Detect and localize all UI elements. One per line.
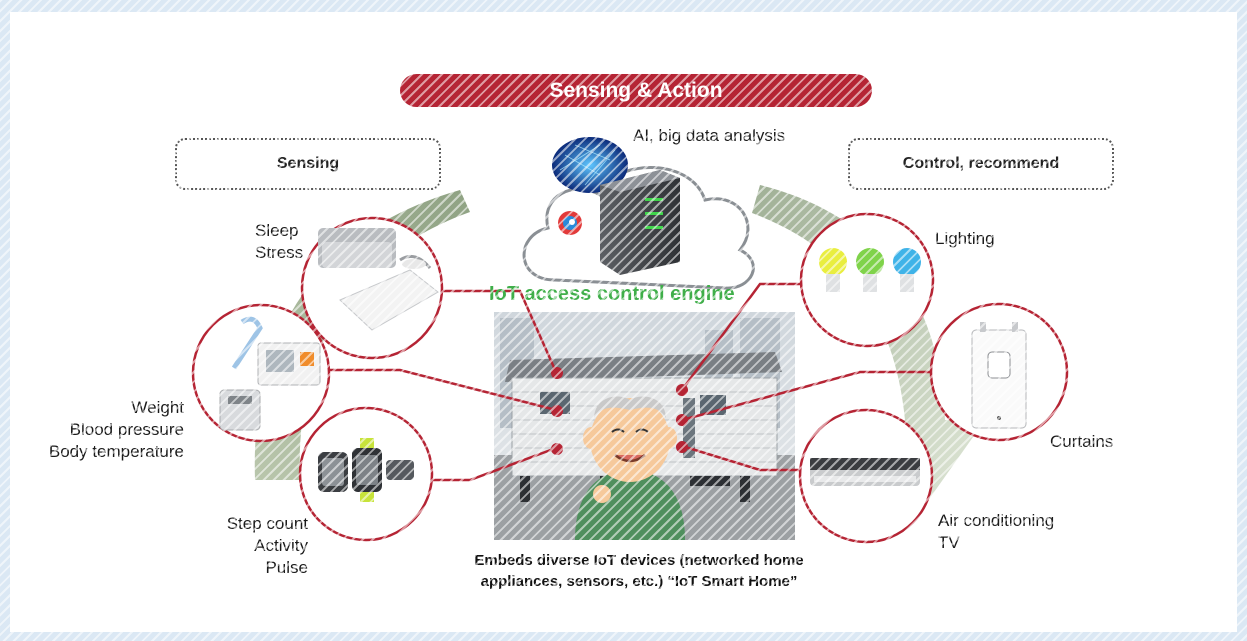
engine-label: IoT access control engine [489,283,735,305]
label-stress: Stress [255,243,304,262]
vitals-labels: Weight Blood pressure Body temperature [38,397,184,463]
activity-labels: Step count Activity Pulse [200,513,308,579]
ai-label: AI, big data analysis [633,126,786,145]
sleep-labels: Sleep Stress [255,220,303,264]
control-recommend-box: Control, recommend [848,138,1114,190]
caption-line-1: Embeds diverse IoT devices (networked ho… [474,552,804,569]
label-curtains: Curtains [1050,432,1114,451]
sensing-box: Sensing [175,138,441,190]
label-activity: Activity [254,536,308,555]
label-pulse: Pulse [265,558,308,577]
caption-line-2: appliances, sensors, etc.) “IoT Smart Ho… [480,573,798,590]
label-blood-pressure: Blood pressure [69,420,184,439]
label-tv: TV [938,533,960,552]
label-air-conditioning: Air conditioning [938,511,1055,530]
sensing-action-banner: Sensing & Action [400,74,872,107]
label-lighting: Lighting [935,229,995,248]
air-conditioner-icon [810,458,920,486]
server-icon [600,170,680,275]
light-bulb-icon [819,248,921,292]
label-body-temperature: Body temperature [48,442,184,461]
label-step-count: Step count [226,514,308,533]
aircon-labels: Air conditioning TV [938,510,1054,554]
consortium-logo [558,211,582,235]
caption: Embeds diverse IoT devices (networked ho… [413,550,865,592]
label-weight: Weight [131,398,184,417]
curtain-motor-icon [971,322,1027,429]
label-sleep: Sleep [255,221,299,240]
